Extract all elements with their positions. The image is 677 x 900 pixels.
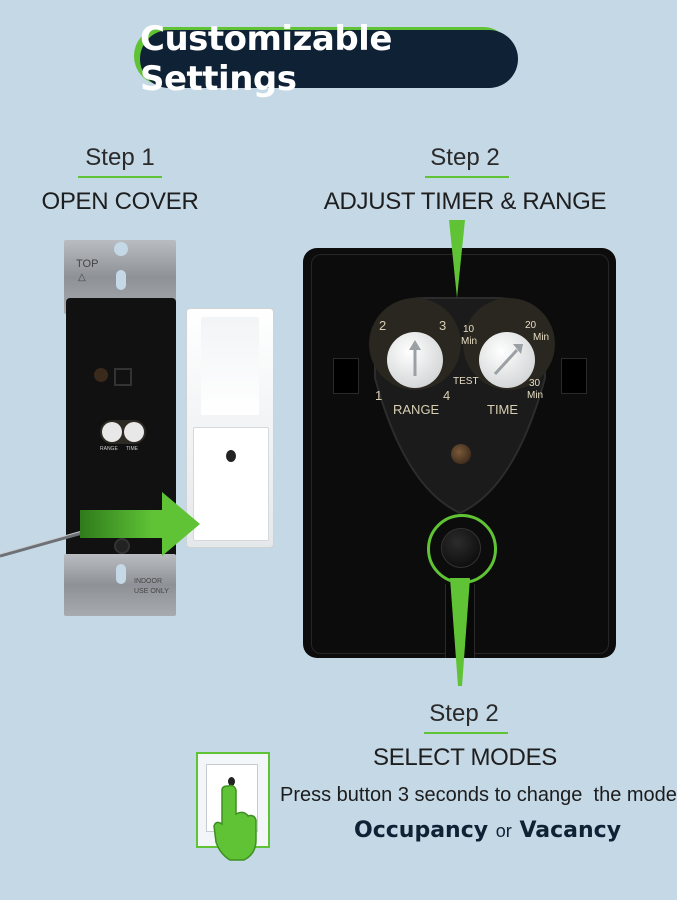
- time-tick-30: 30: [529, 378, 541, 389]
- small-time-knob-icon: [124, 422, 144, 442]
- time-tick-30-min: Min: [527, 390, 544, 401]
- mode-vacancy: Vacancy: [519, 818, 622, 843]
- plate-top-text: TOP: [76, 258, 99, 270]
- step1-action: OPEN COVER: [41, 188, 199, 215]
- sensor-window: [201, 317, 259, 415]
- small-dials: [100, 420, 146, 444]
- cover-button-face: [193, 427, 269, 541]
- small-time-label: TIME: [126, 446, 138, 452]
- range-tick-3: 3: [439, 318, 447, 333]
- step2-top-label: Step 2: [430, 144, 500, 171]
- step2-bottom-underline: [424, 732, 508, 734]
- mounting-strap-bottom: INDOOR USE ONLY: [64, 554, 176, 616]
- mini-bulb-icon: [228, 777, 235, 786]
- range-tick-2: 2: [379, 318, 387, 333]
- time-tick-10-min: Min: [461, 336, 478, 347]
- mode-button[interactable]: [441, 528, 481, 568]
- mode-description: Press button 3 seconds to change the mod…: [280, 784, 677, 806]
- step2-bottom-action: SELECT MODES: [372, 744, 557, 771]
- range-knob[interactable]: [387, 332, 443, 388]
- right-clip: [561, 358, 587, 394]
- page-title: Customizable Settings: [140, 19, 392, 99]
- time-tick-20: 20: [525, 320, 537, 331]
- plate-bottom-line1: INDOOR: [134, 578, 162, 585]
- bulb-icon: [226, 450, 236, 462]
- slot-hole-icon: [116, 270, 126, 290]
- mode-options: Occupancy or Vacancy: [354, 818, 621, 843]
- step2-top-action: ADJUST TIMER & RANGE: [323, 188, 607, 215]
- step1-label: Step 1: [85, 144, 155, 171]
- green-arrow-icon: [80, 492, 200, 556]
- bottom-green-pointer-icon: [450, 578, 470, 686]
- time-test-label: TEST: [453, 376, 479, 387]
- range-tick-1: 1: [375, 388, 383, 403]
- top-green-pointer-icon: [449, 220, 465, 298]
- screw-hole-icon: [114, 242, 128, 256]
- step2-top-underline: [425, 176, 509, 178]
- hand-press-illustration: [196, 752, 270, 861]
- time-tick-20-min: Min: [533, 332, 550, 343]
- range-label: RANGE: [393, 402, 440, 417]
- up-arrow-icon: [409, 340, 421, 376]
- small-range-label: RANGE: [100, 446, 118, 452]
- small-button-icon: [114, 538, 130, 554]
- diagonal-arrow-icon: [493, 344, 523, 376]
- plate-bottom-line2: USE ONLY: [134, 588, 169, 595]
- up-triangle-icon: △: [78, 272, 86, 283]
- title-banner: Customizable Settings: [140, 19, 518, 99]
- small-range-knob-icon: [102, 422, 122, 442]
- left-clip: [333, 358, 359, 394]
- time-knob[interactable]: [479, 332, 535, 388]
- mode-or: or: [495, 821, 512, 841]
- step2-bottom-label: Step 2: [429, 700, 499, 727]
- pointing-hand-icon: [213, 784, 257, 861]
- switch-illustration: TOP △ RANGE TIME INDOOR USE ONLY: [0, 236, 300, 616]
- white-cover: [186, 308, 274, 548]
- step1-underline: [78, 176, 162, 178]
- range-tick-4: 4: [443, 388, 451, 403]
- time-label: TIME: [487, 402, 519, 417]
- sensor-lens-icon: [94, 368, 108, 382]
- led-indicator-icon: [451, 444, 471, 464]
- square-socket-icon: [114, 368, 132, 386]
- slot-hole-bottom-icon: [116, 564, 126, 584]
- time-tick-10: 10: [463, 324, 475, 335]
- mode-occupancy: Occupancy: [354, 818, 489, 843]
